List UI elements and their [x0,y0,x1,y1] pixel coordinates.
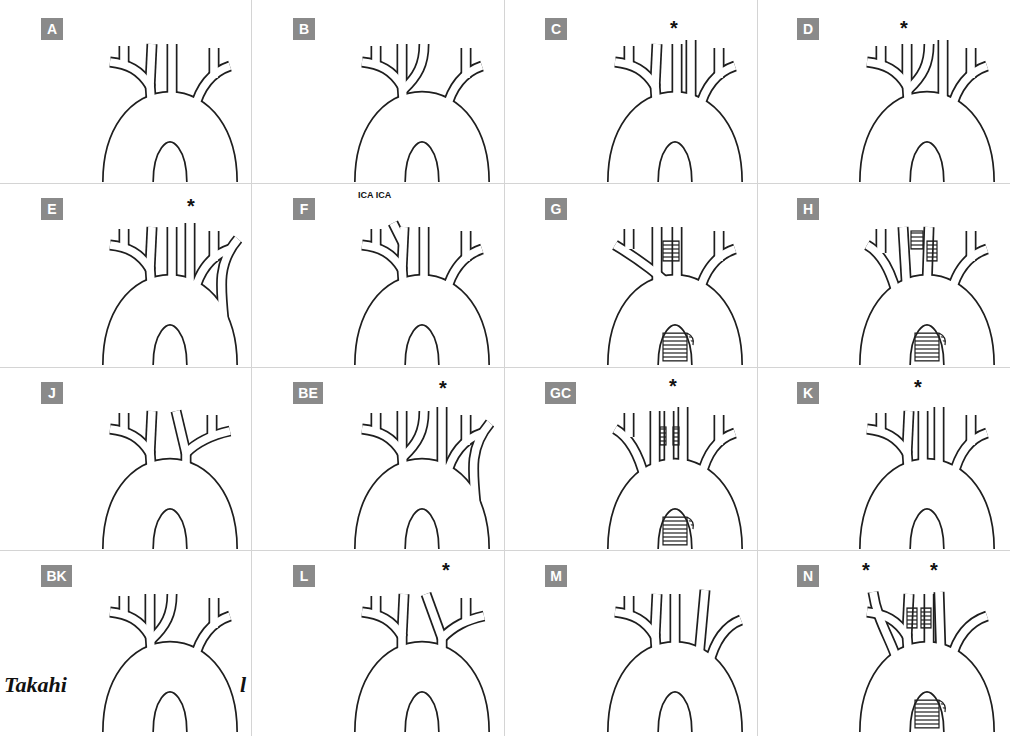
panel-label: E [41,198,63,220]
panel-letter: A [47,21,57,37]
panel-label: D [797,18,819,40]
asterisk-mark: * [914,377,922,397]
panel-letter: J [48,385,56,401]
panel-letter: H [803,201,813,217]
panel-letter: M [550,568,562,584]
panel-label: H [797,198,819,220]
panel-letter: G [551,201,562,217]
panel-label: F [293,198,315,220]
asterisk-mark: * [862,560,870,580]
panel-label: BE [293,382,323,404]
author-text: Takahi [4,672,67,698]
author-text: l [240,672,246,698]
asterisk-mark: * [442,560,450,580]
panel-label: N [797,565,819,587]
panel-letter: B [299,21,309,37]
panel-letter: N [803,568,813,584]
panel-letter: L [300,568,309,584]
panel-label: GC [545,382,576,404]
panel-letter: C [551,21,561,37]
panel-letter: BE [298,385,317,401]
panel-label: K [797,382,819,404]
asterisk-mark: * [900,18,908,38]
panel-letter: BK [46,568,66,584]
panel-letter: F [300,201,309,217]
asterisk-mark: * [439,378,447,398]
asterisk-mark: * [669,376,677,396]
panel-letter: D [803,21,813,37]
panel-letter: GC [550,385,571,401]
panel-label: B [293,18,315,40]
panel-label: L [293,565,315,587]
panel-label: A [41,18,63,40]
asterisk-mark: * [670,18,678,38]
panel-label: M [545,565,567,587]
panel-label: J [41,382,63,404]
asterisk-mark: * [187,196,195,216]
asterisk-mark: * [930,560,938,580]
vessel-label: ICA ICA [358,190,391,201]
panel-label: G [545,198,567,220]
panel-label: C [545,18,567,40]
panel-letter: K [803,385,813,401]
panel-label: BK [41,565,72,587]
panel-letter: E [47,201,56,217]
